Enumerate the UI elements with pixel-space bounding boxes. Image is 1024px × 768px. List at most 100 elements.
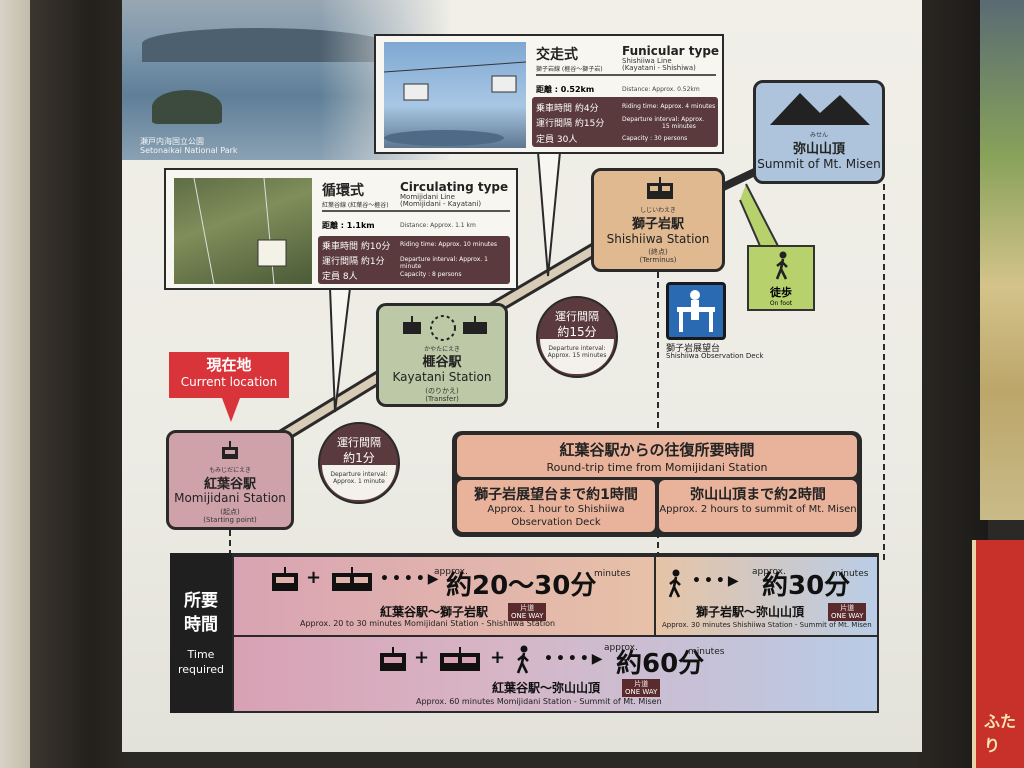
- round-trip-observation-deck: 獅子岩展望台まで約1時間 Approx. 1 hour to Shishiiwa…: [457, 480, 655, 532]
- time-row-shishiiwa-misen: •••▶ approx. 約30分 minutes 獅子岩駅〜弥山山頂 片道 O…: [656, 557, 877, 635]
- time-required-en-2: required: [177, 663, 225, 676]
- funicular-interval-en-1: Departure interval: Approx.: [622, 116, 705, 123]
- interval-circle-15min: 運行間隔 約15分 Departure interval: Approx. 15…: [536, 296, 618, 378]
- interval-circle-1min: 運行間隔 約1分 Departure interval: Approx. 1 m…: [318, 422, 400, 504]
- funicular-car-icon: [440, 647, 480, 671]
- adjacent-poster-red: ふたり: [972, 540, 1024, 768]
- time-row-3-en: Approx. 60 minutes Momijidani Station - …: [416, 697, 662, 706]
- funicular-info-panel: 乗車時間 約4分 Riding time: Approx. 4 minutes …: [532, 97, 718, 147]
- interval-15-en: Departure interval: Approx. 15 minutes: [547, 345, 607, 359]
- distant-mountains: [142, 28, 392, 62]
- cable-car-icon: [193, 177, 287, 285]
- interval-15-value: 約15分: [557, 325, 597, 339]
- station-kayatani-en: Kayatani Station: [392, 370, 492, 384]
- funicular-capacity-jp: 定員 30人: [536, 135, 578, 145]
- time-required-jp-2: 時間: [184, 615, 218, 635]
- funicular-photo: [383, 42, 527, 148]
- circulating-capacity-en: Capacity : 8 persons: [400, 271, 462, 278]
- circulating-callout: 循環式 Circulating type 紅葉谷線 (紅葉谷〜榧谷) Momij…: [164, 168, 518, 290]
- interval-1-en: Departure interval: Approx. 1 minute: [330, 471, 388, 485]
- station-shishiiwa-sub-en: (Terminus): [639, 256, 677, 264]
- station-momijidani: もみじだにえき 紅葉谷駅 Momijidani Station (起点) (St…: [166, 430, 294, 530]
- round-trip-a-en: Approx. 1 hour to Shishiiwa Observation …: [457, 503, 655, 529]
- station-kayatani-sub-jp: (のりかえ): [425, 387, 459, 395]
- gondola-icon: [380, 647, 406, 671]
- time-row-2-value: 約30分: [762, 571, 851, 601]
- station-shishiiwa-jp: 獅子岩駅: [631, 217, 684, 232]
- round-trip-header: 紅葉谷駅からの往復所要時間 Round-trip time from Momij…: [457, 435, 857, 477]
- funicular-car-icon: [647, 177, 673, 199]
- observation-deck-jp: 獅子岩展望台: [666, 344, 721, 354]
- circulating-line-en-1: Momijidani Line: [400, 193, 455, 201]
- current-location-jp: 現在地: [206, 356, 252, 374]
- time-row-momijidani-misen: + + ••••▶ approx. 約60分 minutes 紅葉谷駅〜弥山山頂…: [234, 637, 877, 711]
- circulating-info-panel: 乗車時間 約10分 Riding time: Approx. 10 minute…: [318, 236, 510, 284]
- interval-1-label: 運行間隔: [337, 436, 381, 449]
- gondola-icon: [272, 567, 298, 591]
- station-momijidani-sub-en: (Starting point): [203, 516, 257, 524]
- current-location-flag: 現在地 Current location: [169, 352, 289, 398]
- station-kayatani: かやたにえき 榧谷駅 Kayatani Station (のりかえ) (Tran…: [376, 303, 508, 407]
- one-way-badge: 片道 ONE WAY: [828, 603, 867, 621]
- time-required-panel: 所要 時間 Time required + ••••▶ approx. 約20〜…: [170, 553, 879, 713]
- circulating-line-jp: 紅葉谷線 (紅葉谷〜榧谷): [322, 202, 389, 209]
- interval-15-label: 運行間隔: [555, 310, 599, 323]
- station-shishiiwa-en: Shishiiwa Station: [606, 232, 710, 246]
- binoculars-person-icon: [677, 290, 715, 332]
- adjacent-poster: [980, 0, 1024, 520]
- funicular-capacity-en: Capacity : 30 persons: [622, 135, 688, 142]
- funicular-line-jp: 獅子岩線 (榧谷〜獅子岩): [536, 66, 603, 73]
- walking-person-icon: [668, 569, 681, 598]
- funicular-title-en: Funicular type: [622, 44, 720, 58]
- station-kayatani-ruby: かやたにえき: [424, 346, 460, 353]
- funicular-car-icon: [332, 567, 372, 591]
- round-trip-b-jp: 弥山山頂まで約2時間: [690, 487, 826, 503]
- round-trip-b-en: Approx. 2 hours to summit of Mt. Misen: [659, 504, 857, 515]
- station-misen-en: Summit of Mt. Misen: [757, 157, 881, 171]
- circulating-ride-en: Riding time: Approx. 10 minutes: [400, 241, 498, 248]
- funicular-interval-en: Departure interval: Approx. 15 minutes: [622, 116, 704, 130]
- approx-label: approx.: [752, 567, 786, 577]
- circulating-line-en-2: (Momijidani - Kayatani): [400, 200, 482, 208]
- one-way-en: ONE WAY: [511, 612, 544, 620]
- time-row-1-en: Approx. 20 to 30 minutes Momijidani Stat…: [300, 619, 556, 628]
- observation-deck-en: Shishiiwa Observation Deck: [666, 352, 764, 360]
- minutes-label: minutes: [688, 647, 725, 657]
- funicular-distance-jp: 距離 : 0.52km: [536, 85, 595, 94]
- circulating-line-en: Momijidani Line (Momijidani - Kayatani): [400, 194, 481, 208]
- funicular-line-en-2: (Kayatani - Shishiwa): [622, 64, 696, 72]
- round-trip-panel: 紅葉谷駅からの往復所要時間 Round-trip time from Momij…: [452, 431, 862, 537]
- one-way-en: ONE WAY: [831, 612, 864, 620]
- funicular-line-en-1: Shishiiwa Line: [622, 57, 672, 65]
- station-misen-ruby: みせん: [809, 132, 828, 139]
- funicular-interval-en-2: 15 minutes: [662, 123, 696, 130]
- circulating-interval-jp: 運行間隔 約1分: [322, 257, 385, 267]
- round-trip-a-jp: 獅子岩展望台まで約1時間: [474, 487, 638, 503]
- round-trip-title-jp: 紅葉谷駅からの往復所要時間: [559, 441, 755, 459]
- approx-label: approx.: [604, 643, 638, 653]
- time-required-en: Time required: [170, 647, 232, 677]
- station-shishiiwa: しじいわえき 獅子岩駅 Shishiiwa Station (終点) (Term…: [591, 168, 725, 272]
- minutes-label: minutes: [832, 569, 869, 579]
- time-row-3-name: 紅葉谷駅〜弥山山頂: [492, 681, 601, 695]
- circulating-title-en: Circulating type: [400, 180, 509, 194]
- one-way-jp: 片道: [520, 604, 535, 612]
- round-trip-a-en-1: Approx. 1 hour to Shishiiwa: [487, 504, 625, 515]
- time-required-label: 所要 時間 Time required: [170, 553, 232, 713]
- funicular-callout: 交走式 Funicular type 獅子岩線 (榧谷〜獅子岩) Shishii…: [374, 34, 724, 154]
- approx-label: approx.: [434, 567, 468, 577]
- arrow-dots: ••••▶: [380, 571, 442, 587]
- current-location-en: Current location: [180, 375, 278, 389]
- arrow-dots: •••▶: [692, 573, 742, 589]
- on-foot-jp: 徒歩: [770, 286, 792, 299]
- station-misen-jp: 弥山山頂: [792, 142, 845, 157]
- station-shishiiwa-sub-jp: (終点): [648, 248, 668, 256]
- funicular-title-jp: 交走式: [536, 47, 578, 63]
- one-way-badge: 片道 ONE WAY: [508, 603, 547, 621]
- plus-sign: +: [490, 647, 506, 668]
- interval-1-value: 約1分: [343, 451, 375, 465]
- mountain-icon: [770, 93, 870, 125]
- on-foot-en: On foot: [769, 300, 793, 307]
- one-way-jp: 片道: [840, 604, 855, 612]
- time-required-jp: 所要 時間: [170, 589, 232, 637]
